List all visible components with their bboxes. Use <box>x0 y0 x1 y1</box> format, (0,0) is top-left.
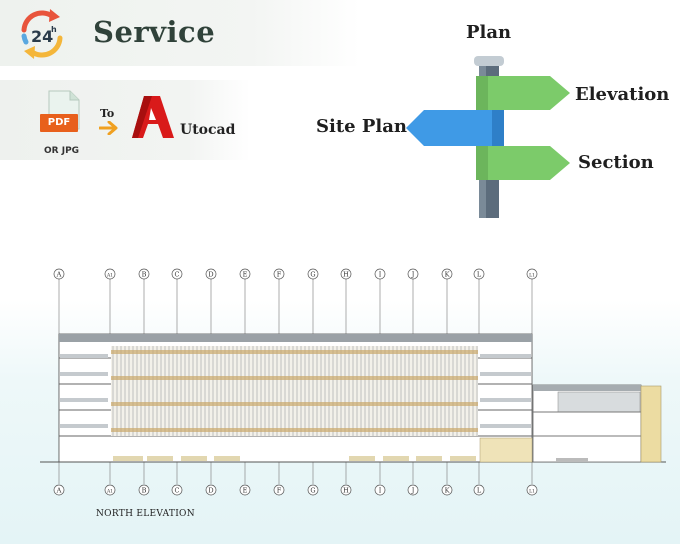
autocad-logo-icon <box>132 96 174 138</box>
grid-bubble <box>441 484 453 496</box>
grid-bubble <box>239 268 251 280</box>
grid-label: A1 <box>106 489 113 495</box>
grid-label: B <box>142 271 147 279</box>
grid-bubble <box>441 268 453 280</box>
balcony-rail <box>60 372 108 376</box>
grid-bubble <box>374 484 386 496</box>
grid-bubble <box>205 484 217 496</box>
grid-bubble <box>340 484 352 496</box>
grid-label: G <box>310 487 315 495</box>
grid-label: J <box>411 271 415 279</box>
grid-label: L1 <box>529 273 535 279</box>
grid-bubble <box>205 268 217 280</box>
grid-bubble <box>307 484 319 496</box>
grid-bubble <box>273 268 285 280</box>
grid-label: E <box>243 487 248 495</box>
grid-label: C <box>175 271 180 279</box>
grid-bubble <box>374 268 386 280</box>
conversion-card <box>0 80 250 160</box>
grid-bubble <box>171 268 183 280</box>
sign-label-elevation: Elevation <box>575 84 670 105</box>
grid-label: E <box>243 271 248 279</box>
grid-label: D <box>208 487 213 495</box>
balcony-rail <box>60 398 108 402</box>
utocad-label: Utocad <box>180 122 236 138</box>
grid-bubble <box>53 484 65 496</box>
or-jpg-label: OR JPG <box>44 146 80 156</box>
grid-label: A <box>56 487 62 495</box>
grid-label: F <box>277 487 282 495</box>
sign-label-site-plan: Site Plan <box>316 116 407 137</box>
grid-bubble <box>340 268 352 280</box>
grid-bubble <box>526 268 538 280</box>
grid-label: G <box>310 271 315 279</box>
grid-label: L <box>477 487 482 495</box>
timber-band <box>111 402 478 406</box>
grid-label: J <box>411 487 415 495</box>
grid-bubble <box>53 268 65 280</box>
ground-bay <box>181 456 207 461</box>
grid-label: I <box>379 487 382 495</box>
ground-bay <box>383 456 409 461</box>
grid-label: F <box>277 271 282 279</box>
balcony-rail <box>60 354 108 358</box>
24h-number: 24 <box>31 27 53 46</box>
ground-bay <box>349 456 375 461</box>
ground-bay <box>214 456 240 461</box>
north-elevation-caption: NORTH ELEVATION <box>96 509 195 519</box>
24h-icon: 24 h <box>21 9 63 59</box>
grid-bubble <box>407 268 419 280</box>
balcony-rail <box>480 372 531 376</box>
timber-band <box>111 376 478 380</box>
grid-bubble <box>138 268 150 280</box>
grid-label: K <box>445 271 450 279</box>
service-banner <box>0 0 360 66</box>
ground-bay <box>450 456 476 461</box>
grid-label: L <box>477 271 482 279</box>
to-label: To <box>100 107 115 120</box>
ground-bay <box>113 456 143 461</box>
timber-band <box>111 350 478 354</box>
grid-bubble <box>273 484 285 496</box>
grid-label: H <box>343 487 349 495</box>
balcony-rail <box>60 424 108 428</box>
balcony-rail <box>480 424 531 428</box>
timber-band <box>111 428 478 432</box>
pdf-badge: PDF <box>40 114 78 132</box>
sign-label-plan: Plan <box>466 22 512 43</box>
grid-bubble <box>171 484 183 496</box>
grid-label: A <box>56 271 62 279</box>
grid-bubble <box>104 484 116 496</box>
service-title: Service <box>93 15 216 49</box>
grid-bubble <box>239 484 251 496</box>
grid-label: K <box>445 487 450 495</box>
grid-label: C <box>175 487 180 495</box>
grid-bubble <box>473 484 485 496</box>
grid-bubble <box>407 484 419 496</box>
grid-bubble <box>473 268 485 280</box>
grid-label: D <box>208 271 213 279</box>
grid-bubble <box>307 268 319 280</box>
signpost-icon <box>406 56 570 218</box>
grid-label: L1 <box>529 489 535 495</box>
grid-label: B <box>142 487 147 495</box>
grid-bubble <box>104 268 116 280</box>
grid-label: I <box>379 271 382 279</box>
arrow-right-icon <box>99 121 118 135</box>
ground-bay <box>147 456 173 461</box>
grid-label: A1 <box>106 273 113 279</box>
grid-bubble <box>138 484 150 496</box>
balcony-rail <box>480 354 531 358</box>
24h-suffix: h <box>51 25 57 34</box>
balcony-rail <box>480 398 531 402</box>
screen-block <box>111 346 478 436</box>
sign-label-section: Section <box>578 152 654 173</box>
grid-bubble <box>526 484 538 496</box>
ground-bay <box>416 456 442 461</box>
grid-label: H <box>343 271 349 279</box>
